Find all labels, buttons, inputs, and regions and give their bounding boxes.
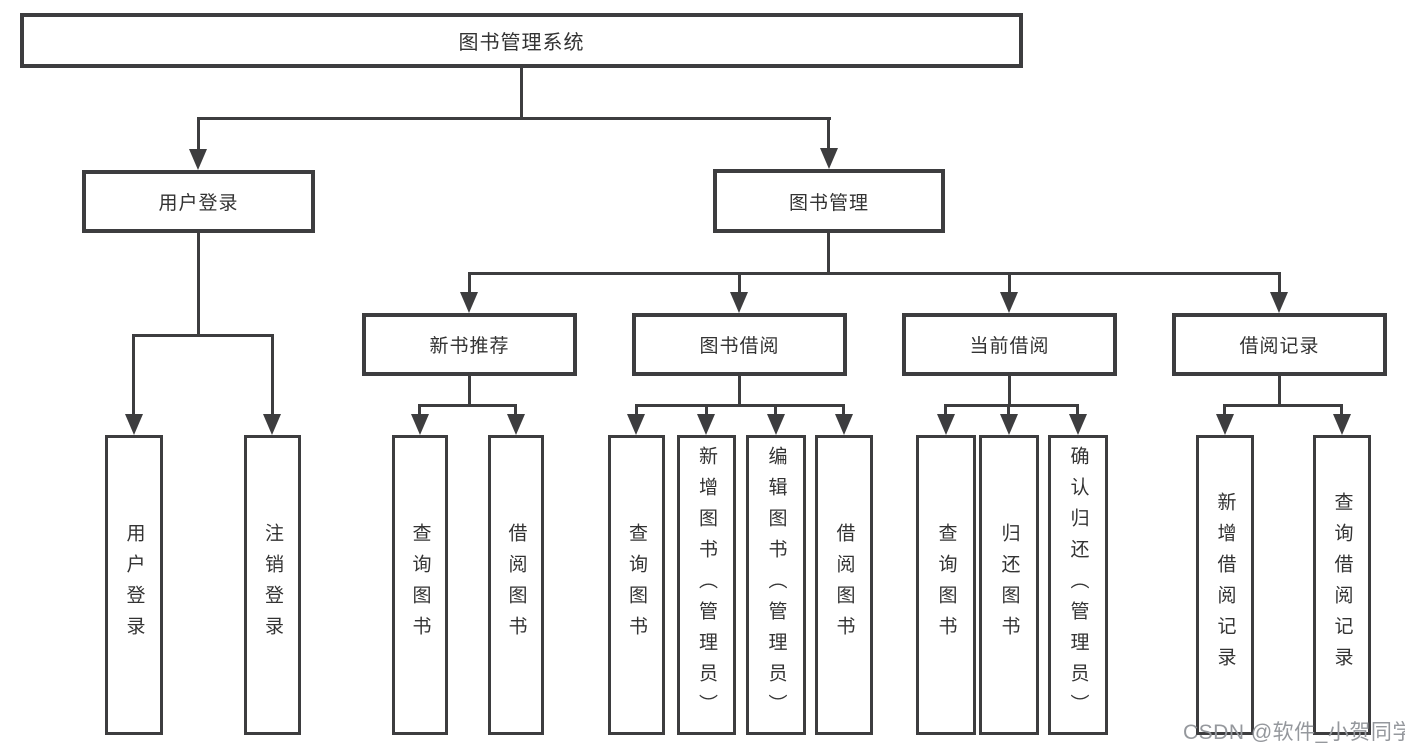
connector-book-management-stem bbox=[827, 232, 830, 273]
leaf-borrow-books: 借阅图书 bbox=[815, 435, 873, 735]
connector-stub bbox=[635, 404, 638, 415]
arrow-down-icon bbox=[937, 414, 955, 435]
arrow-down-icon bbox=[460, 292, 478, 313]
arrow-down-icon bbox=[507, 414, 525, 435]
connector-stub bbox=[944, 404, 947, 415]
leaf-user-login: 用户登录 bbox=[105, 435, 163, 735]
connector-current-borrowing-bus bbox=[946, 404, 1079, 407]
node-user-login: 用户登录 bbox=[82, 170, 315, 233]
connector-book-management-bus bbox=[468, 272, 1281, 275]
connector-to-book-borrowing bbox=[738, 272, 741, 293]
connector-user-login-bus bbox=[134, 334, 274, 337]
arrow-down-icon bbox=[627, 414, 645, 435]
connector-borrowing-records-stem bbox=[1278, 374, 1281, 405]
node-root: 图书管理系统 bbox=[20, 13, 1023, 68]
arrow-down-icon bbox=[1000, 414, 1018, 435]
arrow-down-icon bbox=[835, 414, 853, 435]
node-borrowing-records: 借阅记录 bbox=[1172, 313, 1387, 376]
connector-stub bbox=[514, 404, 517, 415]
leaf-query-books-recommend: 查询图书 bbox=[392, 435, 448, 735]
connector-to-leaf-user-login bbox=[132, 334, 135, 415]
arrow-down-icon bbox=[1270, 292, 1288, 313]
node-new-book-recommend: 新书推荐 bbox=[362, 313, 577, 376]
leaf-confirm-return-admin: 确认归还（管理员） bbox=[1048, 435, 1108, 735]
arrow-down-icon bbox=[1333, 414, 1351, 435]
connector-new-book-stem bbox=[468, 374, 471, 405]
connector-stub bbox=[774, 404, 777, 415]
connector-current-borrowing-stem bbox=[1008, 374, 1011, 405]
connector-to-book-management bbox=[827, 117, 830, 150]
connector-new-book-bus bbox=[420, 404, 516, 407]
leaf-add-borrow-record: 新增借阅记录 bbox=[1196, 435, 1254, 735]
connector-book-borrowing-stem bbox=[738, 374, 741, 405]
node-book-management: 图书管理 bbox=[713, 169, 945, 233]
arrow-down-icon bbox=[1000, 292, 1018, 313]
arrow-down-icon bbox=[730, 292, 748, 313]
leaf-query-books-current: 查询图书 bbox=[916, 435, 976, 735]
connector-stub bbox=[1076, 404, 1079, 415]
connector-book-borrowing-bus bbox=[636, 404, 845, 407]
leaf-borrow-books-recommend: 借阅图书 bbox=[488, 435, 544, 735]
watermark: CSDN @软件_小贺同学 bbox=[1183, 721, 1405, 744]
connector-stub bbox=[418, 404, 421, 415]
connector-stub bbox=[1007, 404, 1010, 415]
connector-root-stem bbox=[520, 66, 523, 119]
leaf-add-book-admin: 新增图书（管理员） bbox=[677, 435, 736, 735]
leaf-edit-book-admin: 编辑图书（管理员） bbox=[746, 435, 806, 735]
arrow-down-icon bbox=[189, 149, 207, 170]
leaf-return-book: 归还图书 bbox=[979, 435, 1039, 735]
arrow-down-icon bbox=[697, 414, 715, 435]
connector-stub bbox=[705, 404, 708, 415]
arrow-down-icon bbox=[263, 414, 281, 435]
arrow-down-icon bbox=[411, 414, 429, 435]
connector-to-current-borrowing bbox=[1008, 272, 1011, 293]
connector-stub bbox=[842, 404, 845, 415]
leaf-query-borrow-record: 查询借阅记录 bbox=[1313, 435, 1371, 735]
connector-borrowing-records-bus bbox=[1225, 404, 1343, 407]
connector-to-borrowing-records bbox=[1278, 272, 1281, 293]
connector-to-leaf-logout bbox=[271, 334, 274, 415]
leaf-query-books-borrowing: 查询图书 bbox=[608, 435, 665, 735]
arrow-down-icon bbox=[125, 414, 143, 435]
connector-root-bus bbox=[197, 117, 831, 120]
node-book-borrowing: 图书借阅 bbox=[632, 313, 847, 376]
connector-to-new-book bbox=[468, 272, 471, 293]
arrow-down-icon bbox=[767, 414, 785, 435]
connector-user-login-stem bbox=[197, 232, 200, 335]
arrow-down-icon bbox=[1069, 414, 1087, 435]
connector-to-user-login bbox=[197, 117, 200, 150]
node-current-borrowing: 当前借阅 bbox=[902, 313, 1117, 376]
connector-stub bbox=[1223, 404, 1226, 415]
leaf-logout: 注销登录 bbox=[244, 435, 301, 735]
arrow-down-icon bbox=[1216, 414, 1234, 435]
arrow-down-icon bbox=[820, 148, 838, 169]
connector-stub bbox=[1340, 404, 1343, 415]
